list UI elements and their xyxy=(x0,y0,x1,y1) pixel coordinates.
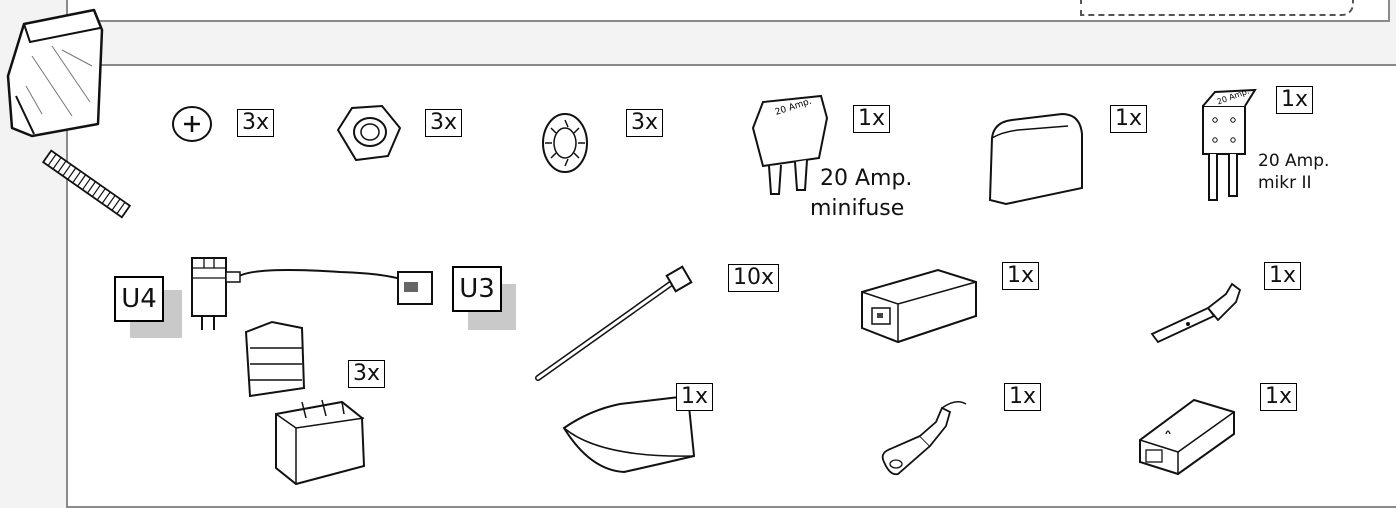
terminal-a-part xyxy=(1150,282,1242,344)
micro-caption-2: mikr II xyxy=(1258,173,1312,193)
cap-part xyxy=(988,112,1083,206)
cable-harness-part xyxy=(191,257,433,330)
housing-qty-label: 1x xyxy=(1002,262,1040,290)
nut-part xyxy=(336,104,402,162)
nut-qty-label: 3x xyxy=(425,109,463,137)
cap-qty-label: 1x xyxy=(1110,105,1148,133)
upper-panel xyxy=(66,0,1390,22)
cable-tie-part xyxy=(535,265,693,381)
micro-fuse-qty-label: 1x xyxy=(1276,86,1314,114)
washer-qty-label: 3x xyxy=(626,109,664,137)
parts-diagram: 3x 3x 3x 20 Amp. 1x 20 Amp. minifuse 1x … xyxy=(6,0,1396,508)
minifuse-qty-label: 1x xyxy=(853,105,891,133)
fuse-holder-qty-label: 3x xyxy=(348,360,386,388)
fuse-holder-part xyxy=(244,320,366,486)
connector-cover-part xyxy=(1139,398,1235,476)
u4-connector-label: U4 xyxy=(114,276,164,322)
cover-qty-label: 1x xyxy=(1260,383,1298,411)
pad-qty-label: 1x xyxy=(676,383,714,411)
cable-tie-qty-label: 10x xyxy=(728,264,780,292)
parts-bag-icon xyxy=(6,8,104,138)
minifuse-caption-2: minifuse xyxy=(810,196,905,221)
screw-part xyxy=(41,106,212,219)
terminal-a-qty-label: 1x xyxy=(1264,262,1302,290)
dashed-outline xyxy=(1080,0,1354,16)
minifuse-caption-1: 20 Amp. xyxy=(820,166,913,191)
lock-washer-part xyxy=(542,113,588,173)
terminal-b-qty-label: 1x xyxy=(1004,383,1042,411)
micro-fuse-part: 20 Amp. xyxy=(1202,87,1257,201)
micro-caption-1: 20 Amp. xyxy=(1258,151,1330,171)
minifuse-part: 20 Amp. xyxy=(751,94,829,195)
connector-housing-part xyxy=(861,268,977,344)
terminal-b-part xyxy=(881,401,967,476)
screw-qty-label: 3x xyxy=(237,109,275,137)
adhesive-pad-part xyxy=(562,394,696,474)
u3-connector-label: U3 xyxy=(452,266,502,312)
